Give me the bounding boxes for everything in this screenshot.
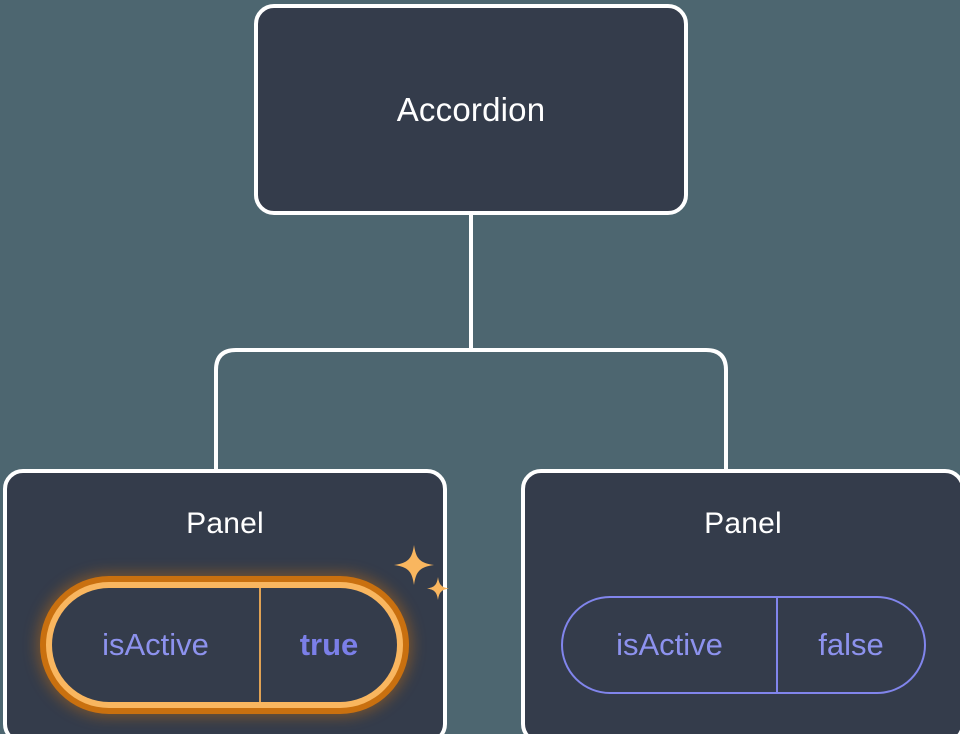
node-panel-active-title: Panel bbox=[186, 507, 264, 540]
prop-key-label: isActive bbox=[52, 588, 261, 702]
connector-branch-left bbox=[214, 348, 471, 469]
node-panel-active[interactable]: Panel isActive true bbox=[3, 469, 449, 734]
prop-pill-outline: isActive false bbox=[561, 596, 926, 694]
prop-value-label: false bbox=[818, 627, 884, 662]
sparkle-small-icon bbox=[427, 577, 449, 600]
node-accordion[interactable]: Accordion bbox=[254, 4, 688, 215]
node-accordion-title: Accordion bbox=[396, 90, 546, 128]
prop-key-label: isActive bbox=[563, 598, 778, 692]
node-panel-inactive[interactable]: Panel isActive false bbox=[521, 469, 960, 734]
prop-pill-isactive-true[interactable]: isActive true bbox=[40, 576, 409, 714]
node-panel-inactive-title: Panel bbox=[704, 507, 782, 540]
connector-branch-right bbox=[471, 348, 728, 469]
prop-value-label: true bbox=[299, 627, 359, 662]
prop-pill-highlight-ring: isActive true bbox=[40, 576, 409, 714]
prop-pill-isactive-false[interactable]: isActive false bbox=[561, 596, 926, 694]
prop-pill-face: isActive true bbox=[52, 588, 397, 702]
prop-pill-inner-ring: isActive true bbox=[46, 582, 403, 708]
